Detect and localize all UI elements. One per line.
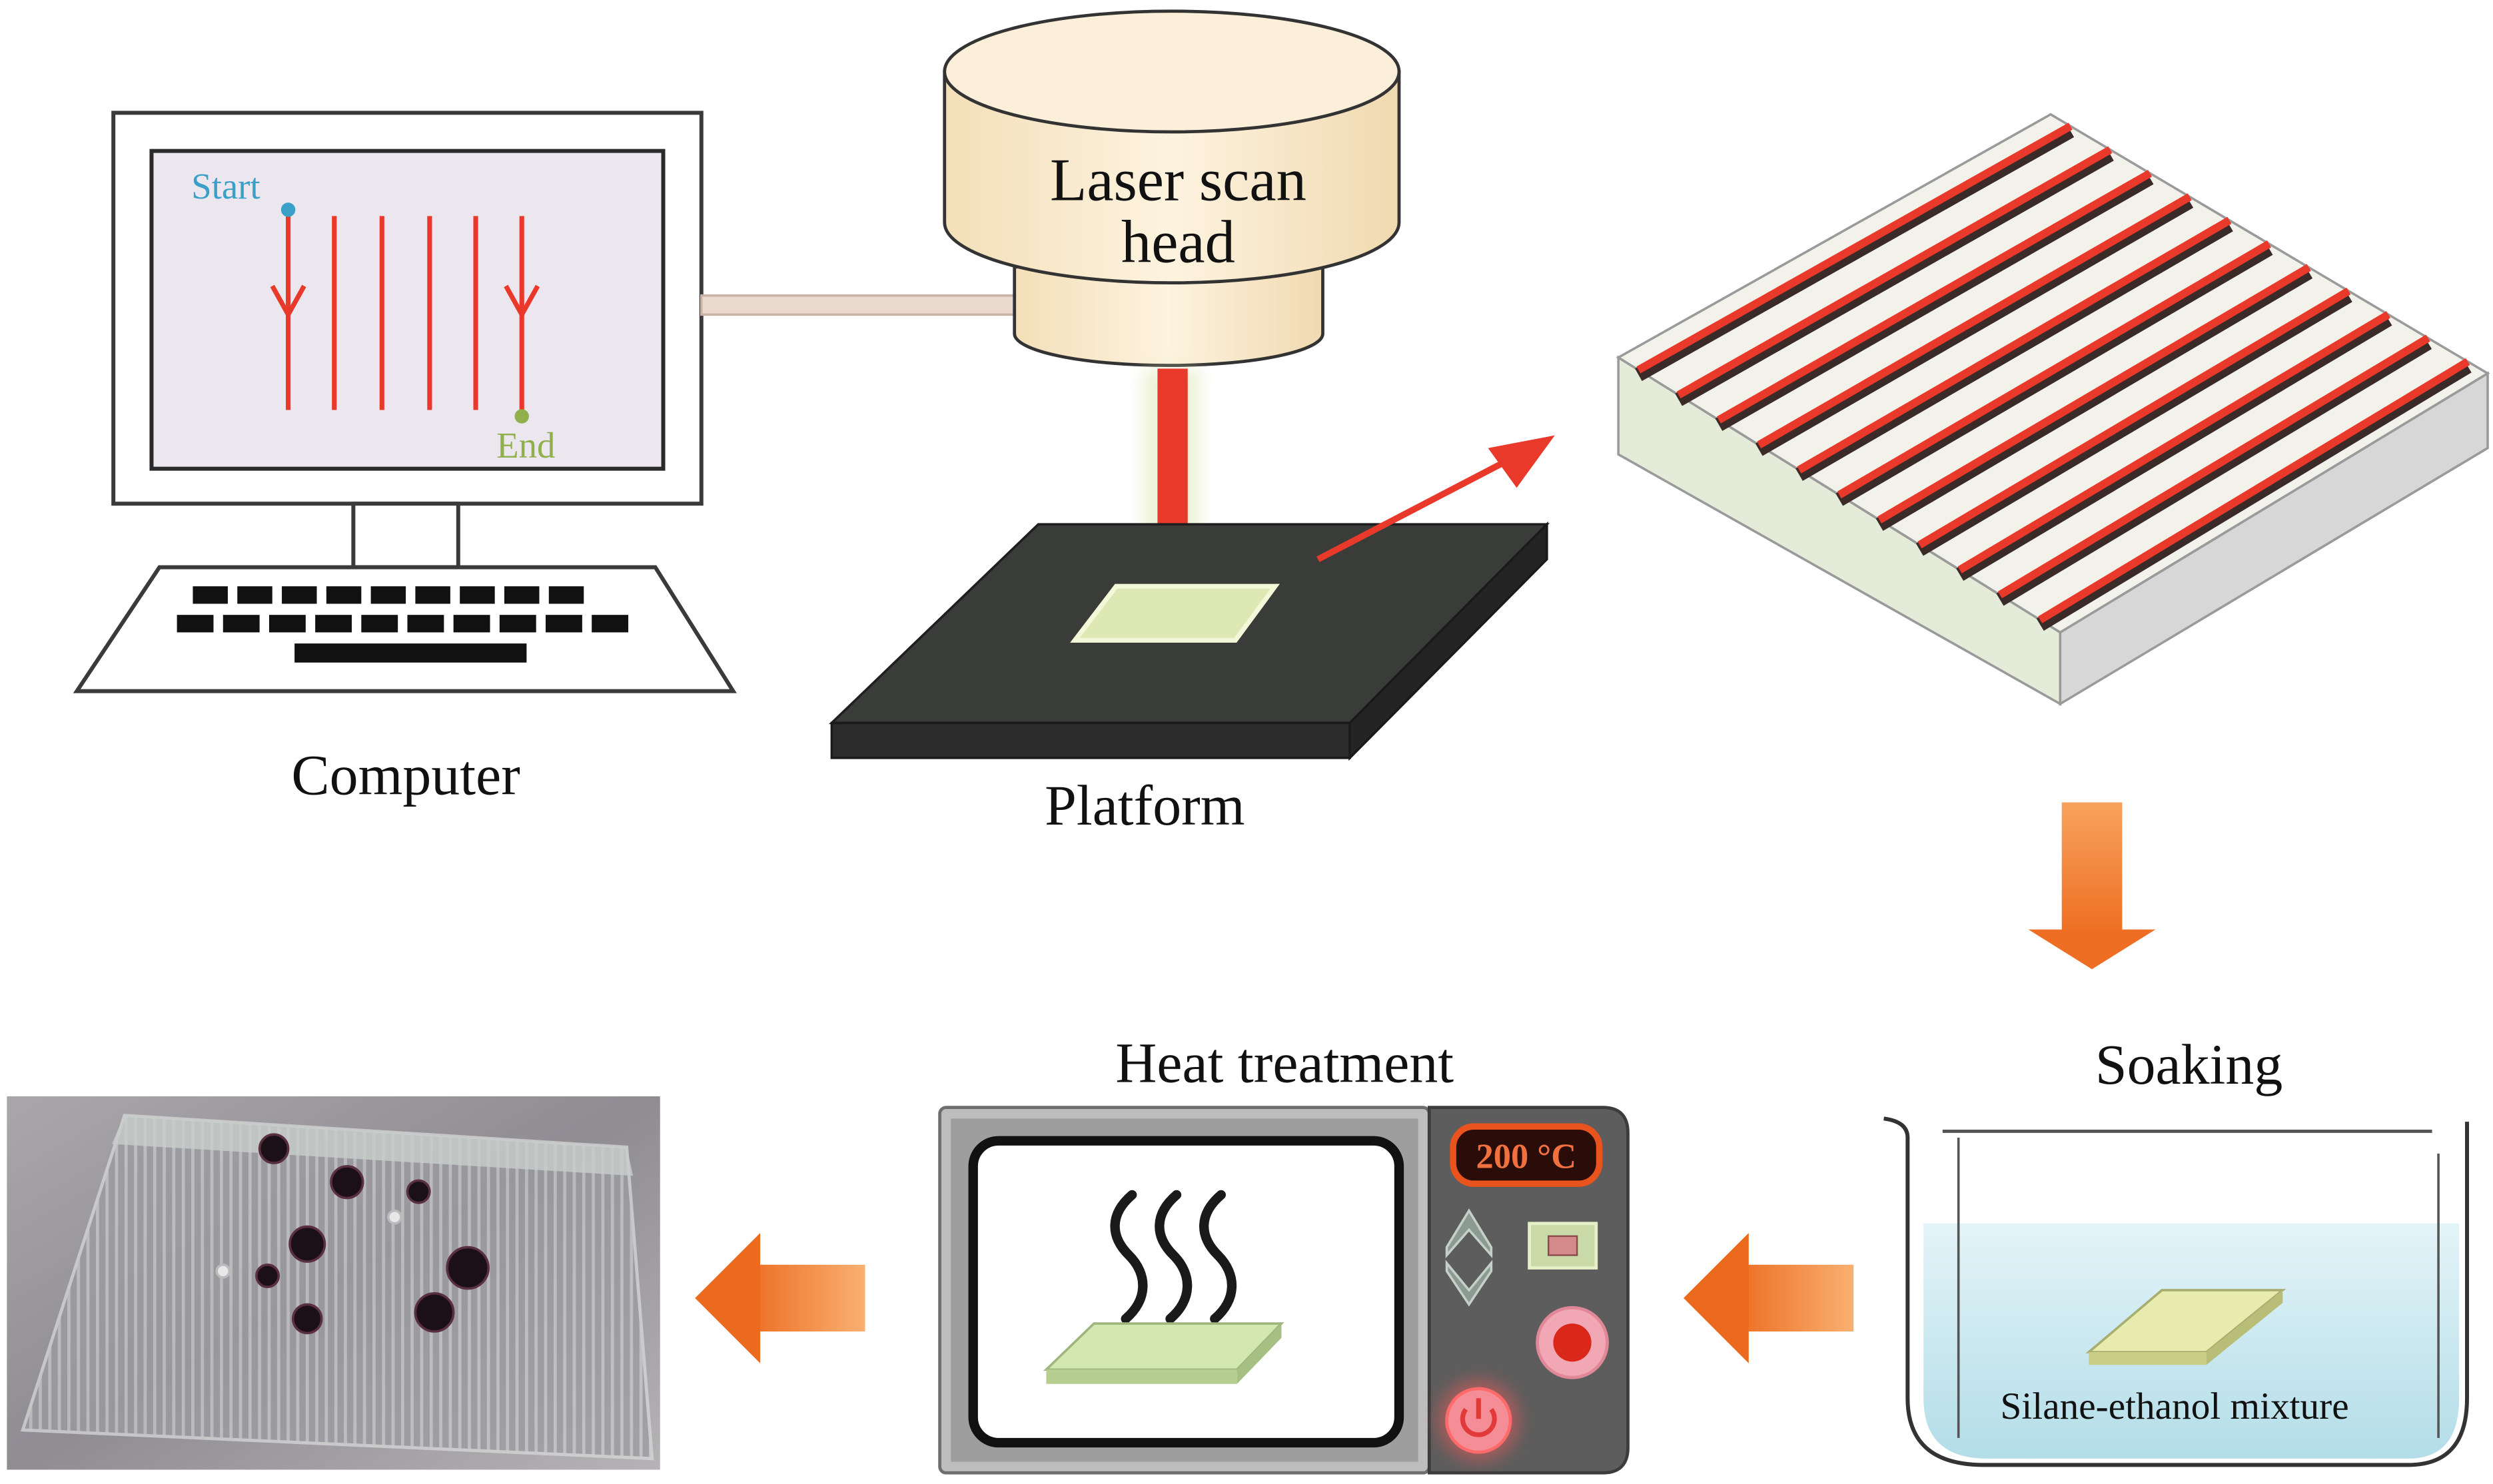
scan-path [270,209,540,416]
groove [1877,264,2311,524]
groove-shadow [1956,313,2392,581]
end-label: End [496,425,555,466]
process-arrow-left-1 [1683,1233,1854,1363]
process-arrow-down [2028,802,2156,970]
groove [1917,287,2351,549]
grooved-sample [1616,113,2490,706]
laser-grooves [1635,123,2472,631]
computer-label: Computer [291,743,520,807]
oven: Heat treatment 200 °C [938,1030,1630,1475]
heat-label: Heat treatment [1115,1030,1454,1094]
sample-on-platform [1070,583,1280,643]
groove [1957,311,2390,573]
groove-shadow [1875,266,2313,531]
computer: Start End Computer [73,111,737,807]
result-photo [7,1096,660,1470]
monitor-screen [149,149,666,471]
groove-shadow [1915,289,2352,556]
groove [1797,216,2232,474]
water-droplets [215,1133,490,1335]
groove [1716,169,2153,424]
chevron-up-down-icon[interactable] [1445,1208,1493,1307]
groove-shadow [1715,171,2154,431]
temperature-display [1450,1123,1603,1187]
groove [2038,358,2470,623]
groove-shadow [2036,360,2472,631]
transfer-arrow [1316,435,1555,562]
power-icon[interactable] [1437,1379,1520,1462]
groove [1676,146,2113,399]
groove-shadow [1996,336,2432,606]
groove-shadow [1755,195,2194,456]
laser-scan-head: Laser scan head [943,9,1401,368]
monitor-stand [351,502,460,569]
temperature-value: 200 °C [1476,1137,1576,1176]
start-point [280,202,296,217]
laser-label-line2: head [1121,208,1235,276]
soaking-beaker: Soaking Silane-ethanol mixture [1883,1032,2469,1467]
groove-shadow [1795,218,2233,481]
groove-shadow [1675,148,2114,406]
process-arrow-left-2 [695,1233,865,1363]
mixture-label: Silane-ethanol mixture [2001,1385,2349,1427]
groove [1997,334,2430,599]
platform-label: Platform [1045,773,1245,837]
steam-icon [1110,1190,1237,1324]
groove-shadow [1835,242,2273,506]
cable [700,294,1021,316]
groove [1757,193,2192,449]
laser-label-line1: Laser scan [1050,147,1306,214]
end-point [514,409,529,424]
groove-shadow [1635,125,2075,381]
soaking-label: Soaking [2095,1032,2282,1096]
keyboard [73,565,737,693]
start-label: Start [191,166,260,206]
groove [1837,240,2272,499]
platform: Platform [828,521,1550,837]
groove [1636,123,2073,374]
keyboard-keys [177,586,629,663]
